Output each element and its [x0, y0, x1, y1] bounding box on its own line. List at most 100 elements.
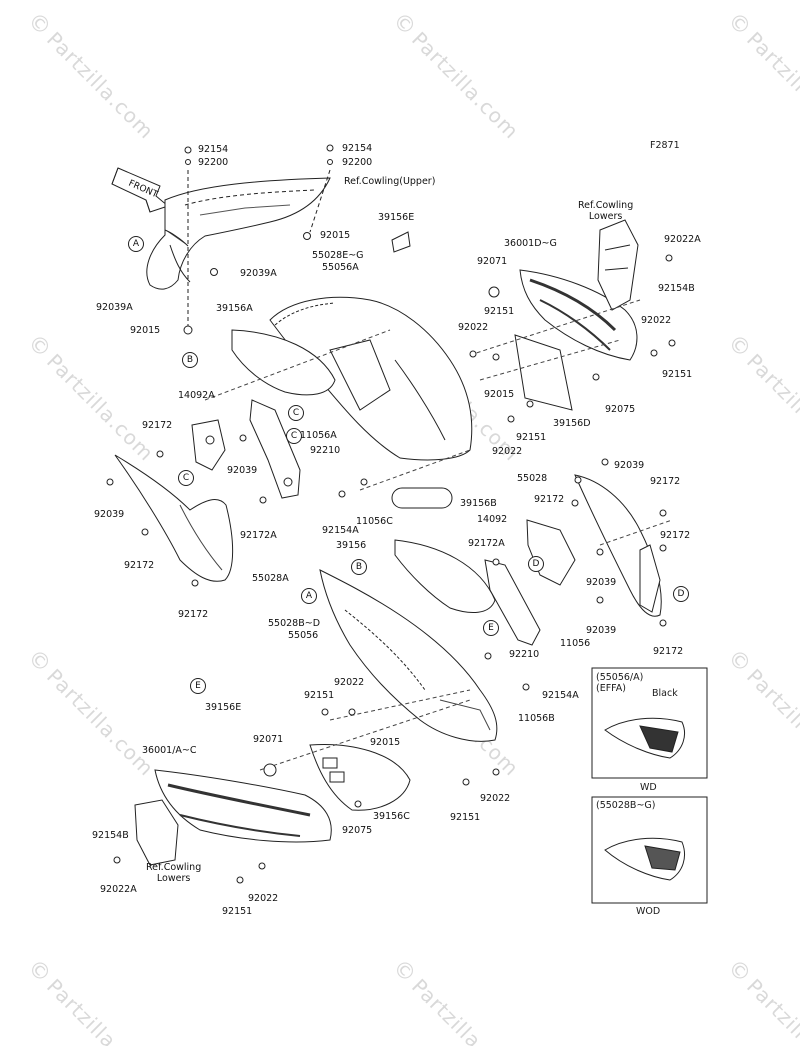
part-label: 39156E: [378, 212, 415, 223]
part-label: 92172: [653, 646, 684, 657]
callout-c: C: [288, 405, 304, 421]
part-label: 55028A: [252, 573, 289, 584]
part-label: 92022A: [100, 884, 137, 895]
part-label: 92022: [334, 677, 365, 688]
part-label: 92039: [586, 577, 617, 588]
part-label: 14092: [477, 514, 508, 525]
part-label: 92039A: [240, 268, 277, 279]
part-label: 92075: [342, 825, 373, 836]
part-label: 92022: [458, 322, 489, 333]
part-label: 36001D~G: [504, 238, 557, 249]
part-label: 92172: [660, 530, 691, 541]
part-label: 92154: [342, 143, 373, 154]
side-cover-part: [574, 474, 662, 617]
part-label: 92015: [320, 230, 351, 241]
part-label: 92015: [130, 325, 161, 336]
part-label: 39156B: [460, 498, 497, 509]
part-label: 39156C: [373, 811, 410, 822]
callout-d: D: [528, 556, 544, 572]
part-label: 92154B: [92, 830, 129, 841]
part-label: 92071: [253, 734, 284, 745]
part-label: 92075: [605, 404, 636, 415]
variant-header: (55028B~G): [596, 800, 656, 811]
bracket-part: [526, 519, 576, 586]
part-label: 11056C: [356, 516, 393, 527]
callout-a: A: [128, 236, 144, 252]
part-label: 92172: [124, 560, 155, 571]
figure-code: F2871: [650, 140, 680, 151]
part-label: 92039: [94, 509, 125, 520]
variant-code: WD: [640, 782, 657, 793]
seal-panel-part: [394, 539, 496, 613]
part-label: 92200: [198, 157, 229, 168]
part-label: 11056: [560, 638, 591, 649]
pad-part: [391, 487, 453, 509]
part-label: 92022A: [664, 234, 701, 245]
part-label: 92151: [484, 306, 515, 317]
right-lower-cowling-part: [519, 219, 639, 361]
part-label: 92015: [484, 389, 515, 400]
part-label: 39156: [336, 540, 367, 551]
part-label: 92151: [304, 690, 335, 701]
part-label: 92151: [516, 432, 547, 443]
part-label: 92022: [641, 315, 672, 326]
side-cover-part: [114, 454, 234, 582]
part-label: 92154A: [542, 690, 579, 701]
seal-panel-part: [231, 329, 336, 396]
part-label: 92154: [198, 144, 229, 155]
part-label: 36001/A~C: [142, 745, 197, 756]
bracket-part: [484, 559, 541, 646]
left-lower-cowling-part: [134, 769, 332, 866]
part-label: 39156A: [216, 303, 253, 314]
front-arrow-icon: FRONT: [111, 167, 170, 213]
variant-color-note: Black: [652, 688, 678, 699]
part-label: 92151: [662, 369, 693, 380]
part-label: 55028B~D: [268, 618, 321, 629]
callout-c: C: [286, 428, 302, 444]
part-label: Ref.Cowling(Upper): [344, 176, 436, 187]
pad-part: [391, 231, 411, 253]
part-label: 92151: [222, 906, 253, 917]
callout-e: E: [190, 678, 206, 694]
inner-cowling-part: [269, 296, 473, 461]
part-label: 92022: [492, 446, 523, 457]
part-label: 92172: [178, 609, 209, 620]
part-label: 92172: [650, 476, 681, 487]
part-label: 92151: [450, 812, 481, 823]
part-label: 55028E~G: [312, 250, 364, 261]
part-label: 14092A: [178, 390, 215, 401]
callout-b: B: [182, 352, 198, 368]
part-label: 92210: [310, 445, 341, 456]
variant-code: WOD: [636, 906, 661, 917]
part-label: 92039: [614, 460, 645, 471]
part-label: 39156D: [553, 418, 591, 429]
part-label: 92154A: [322, 525, 359, 536]
part-label: 55028: [517, 473, 548, 484]
bracket-part: [191, 399, 301, 499]
seal-panel-part: [309, 744, 411, 811]
part-label: 55056A: [322, 262, 359, 273]
part-label: 92172: [142, 420, 173, 431]
part-label: 55056: [288, 630, 319, 641]
part-label: 92071: [477, 256, 508, 267]
callout-e: E: [483, 620, 499, 636]
part-label: 92015: [370, 737, 401, 748]
upper-cowling-part: [146, 169, 331, 330]
part-label: 92154B: [658, 283, 695, 294]
part-label: 92039: [586, 625, 617, 636]
seal-panel-part: [514, 334, 573, 411]
callout-c: C: [178, 470, 194, 486]
callout-b: B: [351, 559, 367, 575]
part-label: 92022: [248, 893, 279, 904]
part-label: 92039: [227, 465, 258, 476]
variant-header: (55056/A) (EFFA): [596, 672, 644, 694]
part-label: 92172: [534, 494, 565, 505]
part-label: 92039A: [96, 302, 133, 313]
part-label: 92210: [509, 649, 540, 660]
part-label: 39156E: [205, 702, 242, 713]
part-label: 11056A: [300, 430, 337, 441]
callout-d: D: [673, 586, 689, 602]
part-label: Ref.Cowling Lowers: [146, 862, 202, 884]
